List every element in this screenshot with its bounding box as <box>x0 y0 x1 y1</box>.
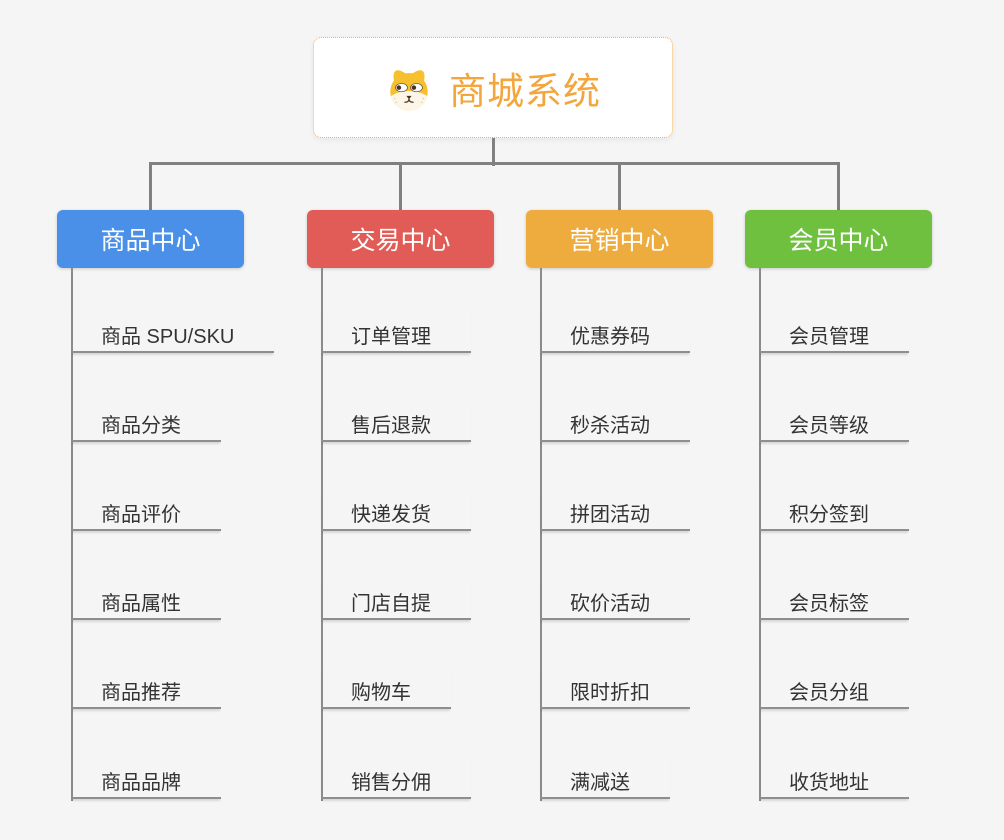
child-node[interactable]: 商品品牌 <box>71 755 221 799</box>
child-node[interactable]: 限时折扣 <box>540 665 690 709</box>
branch-bus-line <box>149 162 840 165</box>
child-node[interactable]: 拼团活动 <box>540 487 690 531</box>
child-node[interactable]: 收货地址 <box>759 755 909 799</box>
branch-drop-line <box>837 162 840 211</box>
dog-face-icon <box>385 64 433 112</box>
child-node[interactable]: 砍价活动 <box>540 576 690 620</box>
root-node[interactable]: 商城系统 <box>313 37 673 138</box>
branch-node-marketing[interactable]: 营销中心 <box>526 210 713 268</box>
child-node[interactable]: 会员管理 <box>759 309 909 353</box>
child-node[interactable]: 快递发货 <box>321 487 471 531</box>
branch-trunk-line <box>321 268 323 801</box>
branch-trunk-line <box>540 268 542 801</box>
child-node[interactable]: 售后退款 <box>321 398 471 442</box>
branch-node-member[interactable]: 会员中心 <box>745 210 932 268</box>
child-node[interactable]: 销售分佣 <box>321 755 471 799</box>
branch-column-product: 商品中心 商品 SPU/SKU 商品分类 商品评价 商品属性 商品推荐 商品品牌 <box>57 210 357 830</box>
child-node[interactable]: 积分签到 <box>759 487 909 531</box>
branch-drop-line <box>149 162 152 211</box>
branch-drop-line <box>399 162 402 211</box>
child-node[interactable]: 会员标签 <box>759 576 909 620</box>
branch-column-marketing: 营销中心 优惠券码 秒杀活动 拼团活动 砍价活动 限时折扣 满减送 <box>526 210 826 830</box>
branch-drop-line <box>618 162 621 211</box>
child-node[interactable]: 会员分组 <box>759 665 909 709</box>
branch-column-trade: 交易中心 订单管理 售后退款 快递发货 门店自提 购物车 销售分佣 <box>307 210 607 830</box>
branch-column-member: 会员中心 会员管理 会员等级 积分签到 会员标签 会员分组 收货地址 <box>745 210 1004 830</box>
child-node[interactable]: 商品推荐 <box>71 665 221 709</box>
child-node[interactable]: 商品评价 <box>71 487 221 531</box>
branch-trunk-line <box>759 268 761 801</box>
branch-node-product[interactable]: 商品中心 <box>57 210 244 268</box>
child-node[interactable]: 优惠券码 <box>540 309 690 353</box>
branch-node-trade[interactable]: 交易中心 <box>307 210 494 268</box>
child-node[interactable]: 秒杀活动 <box>540 398 690 442</box>
child-node[interactable]: 订单管理 <box>321 309 471 353</box>
child-node[interactable]: 门店自提 <box>321 576 471 620</box>
branch-trunk-line <box>71 268 73 801</box>
child-node[interactable]: 商品分类 <box>71 398 221 442</box>
child-node[interactable]: 商品 SPU/SKU <box>71 309 275 353</box>
child-node[interactable]: 购物车 <box>321 665 451 709</box>
root-title: 商城系统 <box>449 70 601 112</box>
root-stem-line <box>492 138 495 166</box>
child-node[interactable]: 商品属性 <box>71 576 221 620</box>
child-node[interactable]: 满减送 <box>540 755 670 799</box>
child-node[interactable]: 会员等级 <box>759 398 909 442</box>
